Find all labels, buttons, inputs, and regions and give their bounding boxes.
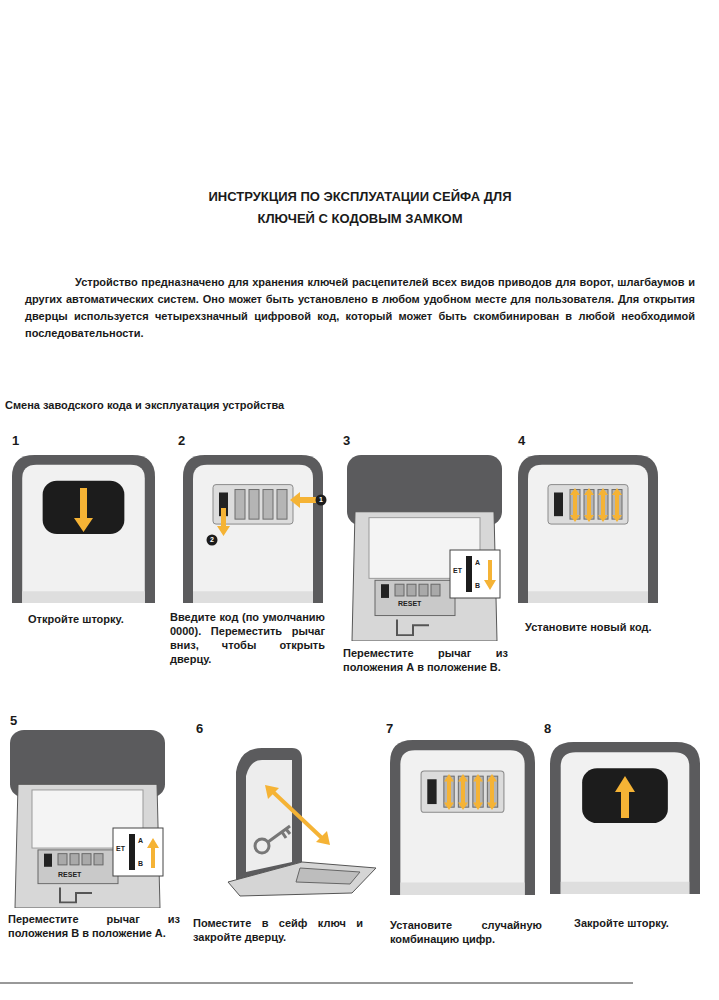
step-caption: Откройте шторку.: [28, 612, 158, 626]
button-label: RESET: [58, 870, 81, 879]
step-caption: Установите новый код.: [525, 620, 685, 634]
step-number: 7: [386, 721, 393, 737]
step-caption: Переместите рычаг из положения А в полож…: [343, 646, 508, 674]
step-number: 4: [518, 433, 525, 449]
lever-label: ET: [116, 844, 125, 853]
callout-number: 2: [207, 535, 217, 545]
position-label: A: [138, 836, 143, 845]
step-caption: Введите код (по умолчанию 0000). Перемес…: [170, 610, 325, 666]
step-number: 3: [343, 433, 350, 449]
step-caption: Переместите рычаг из положения В в полож…: [8, 912, 180, 940]
step-number: 6: [196, 721, 203, 737]
step-number: 5: [10, 713, 17, 729]
step-caption: Поместите в сейф ключ и закройте дверцу.: [193, 916, 363, 944]
intro-paragraph: Устройство предназначено для хранения кл…: [25, 274, 695, 342]
step-number: 1: [12, 433, 19, 449]
step-number: 8: [544, 721, 551, 737]
page-title: ИНСТРУКЦИЯ ПО ЭКСПЛУАТАЦИИ СЕЙФА ДЛЯ КЛЮ…: [200, 186, 520, 230]
position-label: B: [475, 581, 480, 590]
section-heading: Смена заводского кода и эксплуатация уст…: [5, 398, 284, 412]
step-caption: Закройте шторку.: [574, 916, 704, 930]
callout-number: 1: [316, 495, 326, 505]
step-caption: Установите случайную комбинацию цифр.: [390, 918, 542, 946]
button-label: RESET: [398, 599, 421, 608]
step-number: 2: [178, 433, 185, 449]
position-label: B: [138, 859, 143, 868]
position-label: A: [475, 558, 480, 567]
lever-label: ET: [453, 566, 462, 575]
